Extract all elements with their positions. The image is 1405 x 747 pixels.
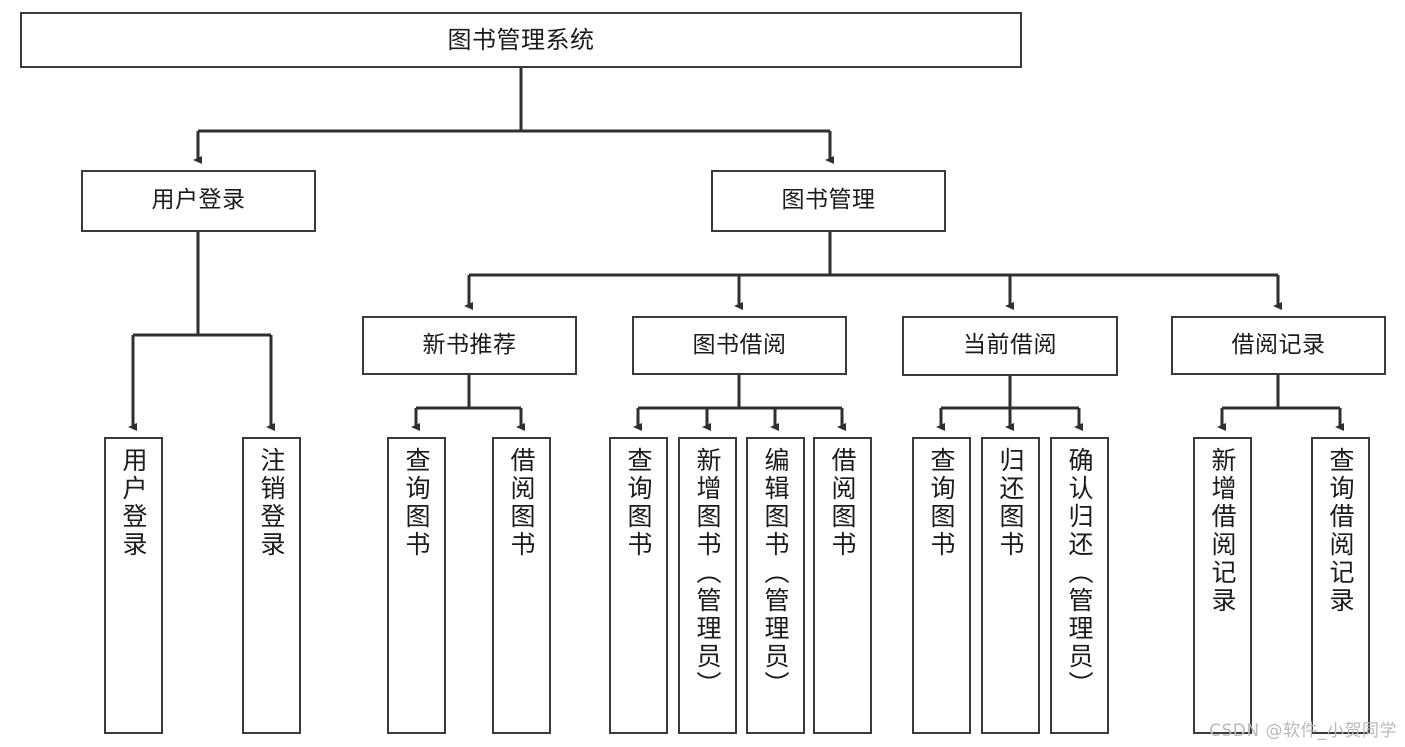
leaf-edit-book[interactable]: 编辑图书（管理员） <box>746 437 805 734</box>
leaf-add-book[interactable]: 新增图书（管理员） <box>678 437 737 734</box>
node-label: 查询图书 <box>624 447 653 559</box>
leaf-borrow-book-1[interactable]: 借阅图书 <box>492 437 551 734</box>
csdn-watermark: CSDN @软件_小贺同学 <box>1209 721 1397 741</box>
node-label: 用户登录 <box>119 447 148 559</box>
leaf-logout[interactable]: 注销登录 <box>242 437 301 734</box>
leaf-user-login[interactable]: 用户登录 <box>104 437 163 734</box>
node-label: 新增借阅记录 <box>1208 447 1237 615</box>
node-label: 当前借阅 <box>963 332 1057 359</box>
node-label: 借阅图书 <box>828 447 857 559</box>
leaf-query-record[interactable]: 查询借阅记录 <box>1311 437 1370 734</box>
node-label: 查询图书 <box>402 447 431 559</box>
node-new-book-rec[interactable]: 新书推荐 <box>362 316 577 375</box>
node-current-borrow[interactable]: 当前借阅 <box>902 316 1118 376</box>
node-label: 新增图书（管理员） <box>693 447 722 699</box>
leaf-query-book-2[interactable]: 查询图书 <box>609 437 668 734</box>
node-label: 用户登录 <box>151 187 246 214</box>
node-label: 查询借阅记录 <box>1326 447 1355 615</box>
node-label: 确认归还（管理员） <box>1065 447 1094 699</box>
node-label: 编辑图书（管理员） <box>761 447 790 699</box>
leaf-return-book[interactable]: 归还图书 <box>981 437 1040 734</box>
node-borrow-record[interactable]: 借阅记录 <box>1171 316 1386 375</box>
node-label: 注销登录 <box>257 447 286 559</box>
node-label: 新书推荐 <box>422 331 517 358</box>
leaf-borrow-book-2[interactable]: 借阅图书 <box>813 437 872 734</box>
leaf-add-record[interactable]: 新增借阅记录 <box>1193 437 1252 734</box>
node-root-system[interactable]: 图书管理系统 <box>20 12 1022 68</box>
leaf-confirm-return[interactable]: 确认归还（管理员） <box>1050 437 1109 734</box>
node-label: 图书借阅 <box>692 331 787 358</box>
node-book-manage[interactable]: 图书管理 <box>711 170 946 232</box>
node-user-login[interactable]: 用户登录 <box>81 170 316 232</box>
node-book-borrow[interactable]: 图书借阅 <box>632 316 847 375</box>
node-label: 借阅记录 <box>1231 331 1326 358</box>
leaf-query-book-3[interactable]: 查询图书 <box>912 437 971 734</box>
node-label: 查询图书 <box>927 447 956 559</box>
node-label: 图书管理系统 <box>447 25 595 54</box>
leaf-query-book-1[interactable]: 查询图书 <box>387 437 446 734</box>
node-label: 图书管理 <box>781 187 876 214</box>
node-label: 归还图书 <box>996 447 1025 559</box>
node-label: 借阅图书 <box>507 447 536 559</box>
